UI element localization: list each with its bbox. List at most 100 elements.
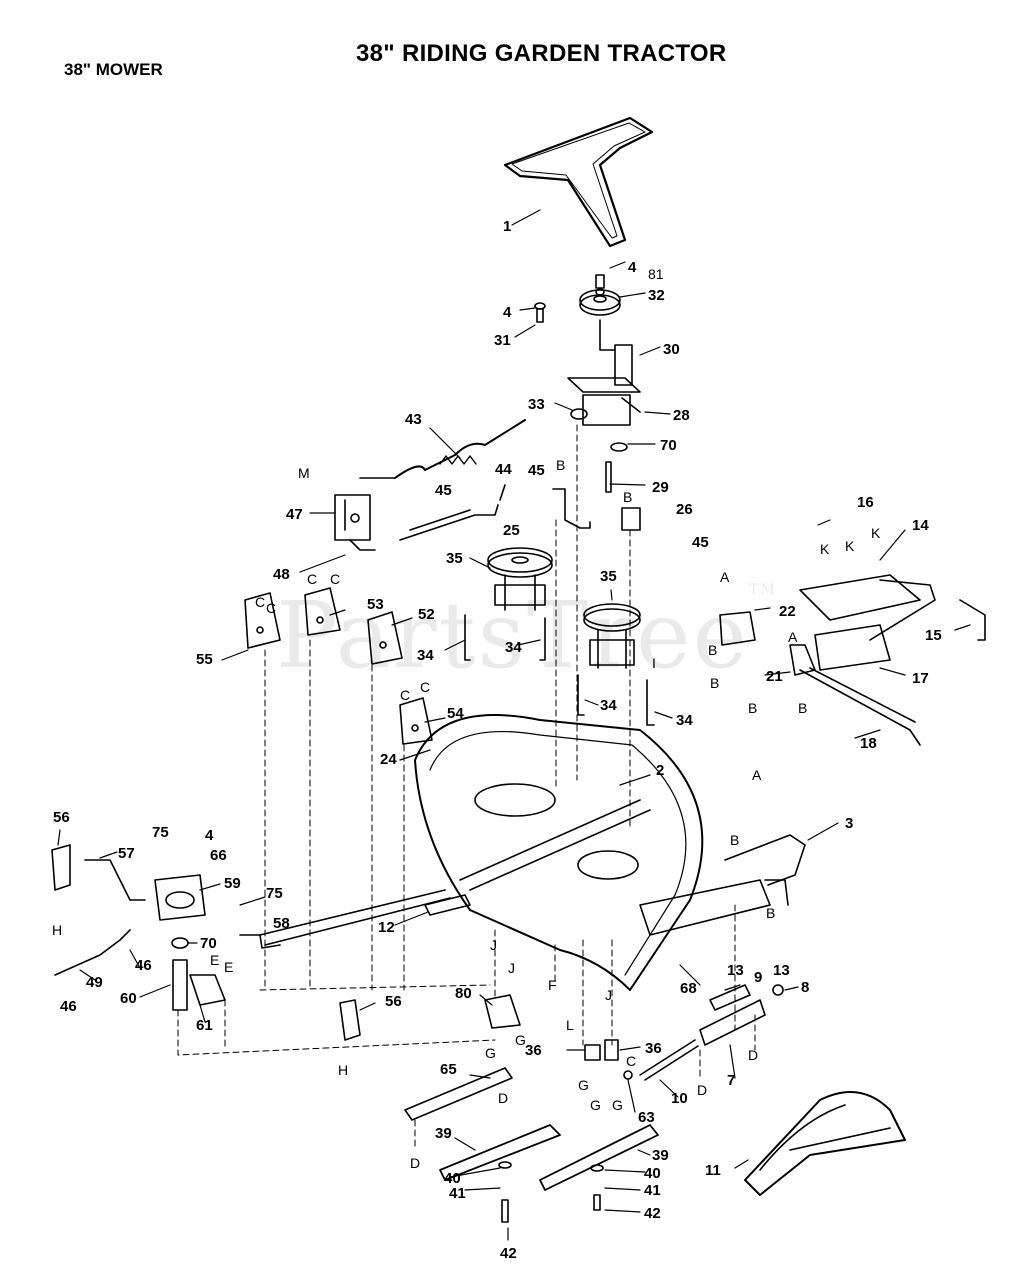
callout-M: M (298, 465, 310, 481)
callout-70b: 70 (200, 935, 217, 952)
callout-A3: A (752, 767, 762, 783)
callout-13b: 13 (773, 962, 790, 979)
callout-2: 2 (656, 762, 664, 779)
callout-K1: K (820, 541, 830, 557)
callout-34a: 34 (417, 647, 434, 664)
callout-C6: C (420, 679, 430, 695)
callout-17: 17 (912, 670, 929, 687)
callout-29: 29 (652, 479, 669, 496)
callout-K3: K (871, 525, 881, 541)
callout-49: 49 (86, 974, 103, 991)
callout-C4: C (266, 600, 276, 616)
callout-26: 26 (676, 501, 693, 518)
callout-35b: 35 (600, 568, 617, 585)
callout-33: 33 (528, 396, 545, 413)
callout-D2: D (410, 1155, 420, 1171)
callout-4b: 4 (503, 304, 512, 321)
callout-28: 28 (673, 407, 690, 424)
alignment-lines (177, 424, 756, 1151)
callout-75b: 75 (266, 885, 283, 902)
deck-housing-icon (414, 714, 771, 991)
drive-belt-icon (503, 116, 654, 248)
callout-41b: 41 (644, 1182, 661, 1199)
callout-34b: 34 (505, 639, 522, 656)
callout-48: 48 (273, 566, 290, 583)
callout-K2: K (845, 538, 855, 554)
spindle-assembly-left (487, 547, 553, 611)
callout-45c: 45 (692, 534, 709, 551)
callout-12: 12 (378, 919, 395, 936)
callout-15: 15 (925, 627, 942, 644)
callout-10: 10 (671, 1090, 688, 1107)
callout-40: 40 (444, 1170, 461, 1187)
callout-7: 7 (727, 1072, 735, 1089)
callout-65: 65 (440, 1061, 457, 1078)
callout-81: 81 (648, 266, 664, 282)
callout-B7: B (730, 832, 739, 848)
callout-3: 3 (845, 815, 853, 832)
callout-B5: B (748, 700, 757, 716)
callout-B8: B (766, 905, 775, 921)
guide-rail (259, 889, 471, 946)
callout-47: 47 (286, 506, 303, 523)
callout-E2: E (224, 959, 233, 975)
callout-C5: C (400, 687, 410, 703)
callout-36: 36 (525, 1042, 542, 1059)
callout-B1: B (556, 457, 565, 473)
idler-bracket (567, 319, 641, 393)
callout-70: 70 (660, 437, 677, 454)
callout-24: 24 (380, 751, 397, 768)
callout-D3: D (697, 1082, 707, 1098)
callout-61: 61 (196, 1017, 213, 1034)
callout-J3: J (605, 987, 612, 1003)
bracket-47 (334, 494, 376, 551)
watermark-mark: TM (749, 582, 777, 598)
page-title: 38" RIDING GARDEN TRACTOR (356, 40, 727, 67)
control-rod (399, 484, 506, 541)
hanger-rods (464, 614, 655, 726)
callout-B6: B (798, 700, 807, 716)
callout-22: 22 (779, 603, 796, 620)
callout-G3: G (578, 1077, 589, 1093)
callout-18: 18 (860, 735, 877, 752)
bracket-28 (582, 394, 641, 426)
callout-60: 60 (120, 990, 137, 1007)
callout-59: 59 (224, 875, 241, 892)
callout-labels: 1 4 81 32 4 31 30 33 28 70 29 43 44 45 4… (52, 218, 942, 1262)
callout-A2: A (788, 629, 798, 645)
hardware-small (534, 288, 628, 493)
callout-13: 13 (727, 962, 744, 979)
callout-54: 54 (447, 705, 464, 722)
spindle-assembly-right (583, 603, 641, 669)
callout-1: 1 (503, 218, 511, 235)
callout-H1: H (52, 922, 62, 938)
callout-40b: 40 (644, 1165, 661, 1182)
callout-42b: 42 (644, 1205, 661, 1222)
callout-B3: B (708, 642, 717, 658)
callout-J1: J (490, 937, 497, 953)
callout-53: 53 (367, 596, 384, 613)
callout-D1: D (498, 1090, 508, 1106)
callout-J2: J (508, 960, 515, 976)
callout-30: 30 (663, 341, 680, 358)
callout-4c: 4 (205, 827, 214, 844)
cutting-blades (439, 1124, 659, 1223)
lower-hardware (404, 984, 784, 1121)
callout-35: 35 (446, 550, 463, 567)
mounting-brackets (244, 587, 433, 745)
callout-11: 11 (705, 1162, 721, 1179)
callout-C1: C (307, 571, 317, 587)
watermark: PartsTreeTM (276, 582, 777, 689)
page-subtitle: 38" MOWER (64, 60, 163, 79)
callout-46b: 46 (60, 998, 77, 1015)
callout-4: 4 (628, 259, 637, 276)
callout-45b: 45 (435, 482, 452, 499)
callout-58: 58 (273, 915, 290, 932)
callout-C2: C (330, 571, 340, 587)
callout-80: 80 (455, 985, 472, 1002)
rear-bracket-3 (724, 834, 806, 906)
callout-H2: H (338, 1062, 348, 1078)
callout-14: 14 (912, 517, 929, 534)
